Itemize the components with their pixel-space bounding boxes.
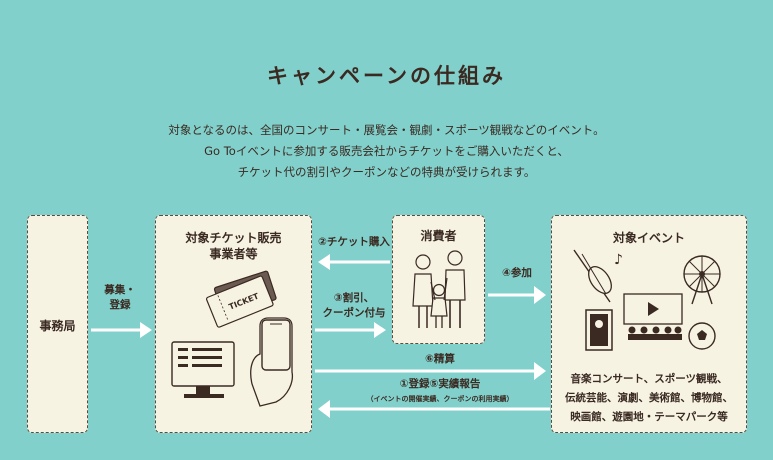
recruit-label: 募集・ 登録	[100, 283, 140, 313]
settlement-label: ⑥精算	[425, 353, 455, 365]
arrow-recruit	[91, 322, 152, 338]
ticket-seller-label: 対象チケット販売 事業者等	[156, 230, 311, 262]
page-title: キャンペーンの仕組み	[267, 64, 506, 88]
recruit-label-line2: 登録	[109, 299, 131, 311]
smartphone-icon	[261, 319, 291, 371]
event-list-line: 音楽コンサート、スポーツ観戦、	[570, 373, 728, 385]
violin-icon	[573, 249, 612, 303]
report-label: ①登録⑤実績報告 （イベントの開催実績、クーポンの利用実績）	[340, 377, 540, 407]
arrow-participate	[488, 286, 546, 304]
report-label-main: ①登録⑤実績報告	[399, 378, 481, 390]
music-note-icon: ♪	[614, 252, 623, 268]
discount-label-line1: ③割引、	[333, 292, 375, 304]
target-events-label: 対象イベント	[612, 231, 685, 245]
discount-label: ③割引、 クーポン付与	[314, 291, 394, 321]
painting-icon	[585, 309, 613, 351]
description-line: 対象となるのは、全国のコンサート・展覧会・観劇・スポーツ観戦などのイベント。	[168, 123, 605, 137]
event-list-line: 映画館、遊園地・テーマパーク等	[570, 411, 728, 423]
recruit-label-line1: 募集・	[104, 284, 136, 296]
cinema-icon	[623, 293, 683, 340]
family-illustration	[412, 250, 466, 328]
arrow-report	[318, 400, 550, 418]
arrow-ticket-purchase	[318, 254, 390, 270]
arrow-discount	[315, 322, 386, 338]
child-body-icon	[430, 297, 448, 317]
ticket-seller-label-line1: 対象チケット販売	[185, 231, 282, 245]
description: 対象となるのは、全国のコンサート・展覧会・観劇・スポーツ観戦などのイベント。 G…	[0, 120, 773, 183]
event-list-line: 伝統芸能、演劇、美術館、博物館、	[565, 392, 733, 404]
consumer-box: 消費者	[392, 215, 485, 344]
arrow-settlement	[315, 362, 546, 380]
description-line: Go Toイベントに参加する販売会社からチケットをご購入いただくと、	[204, 144, 569, 158]
office-box: 事務局	[27, 215, 88, 433]
description-line: チケット代の割引やクーポンなどの特典が受けられます。	[237, 165, 536, 179]
ticket-icon	[206, 275, 274, 328]
soccer-ball-icon	[688, 322, 716, 350]
mother-head-icon	[415, 254, 431, 270]
office-label: 事務局	[39, 319, 76, 333]
event-list: 音楽コンサート、スポーツ観戦、 伝統芸能、演劇、美術館、博物館、 映画館、遊園地…	[552, 370, 746, 427]
father-head-icon	[447, 250, 463, 266]
ferris-wheel-icon	[683, 255, 721, 305]
report-label-sub: （イベントの開催実績、クーポンの利用実績）	[366, 395, 514, 403]
participate-label: ④参加	[502, 267, 532, 279]
ticket-and-devices-illustration: TICKET	[171, 270, 294, 407]
discount-label-line2: クーポン付与	[322, 307, 386, 319]
ticket-purchase-label: ②チケット購入	[318, 236, 390, 248]
target-events-box: 対象イベント ♪	[551, 215, 747, 433]
child-head-icon	[432, 283, 446, 297]
events-illustration: ♪	[573, 249, 721, 351]
ticket-seller-box: 対象チケット販売 事業者等 TICKET	[155, 215, 312, 433]
ticket-seller-label-line2: 事業者等	[209, 247, 258, 261]
consumer-label: 消費者	[420, 229, 457, 243]
